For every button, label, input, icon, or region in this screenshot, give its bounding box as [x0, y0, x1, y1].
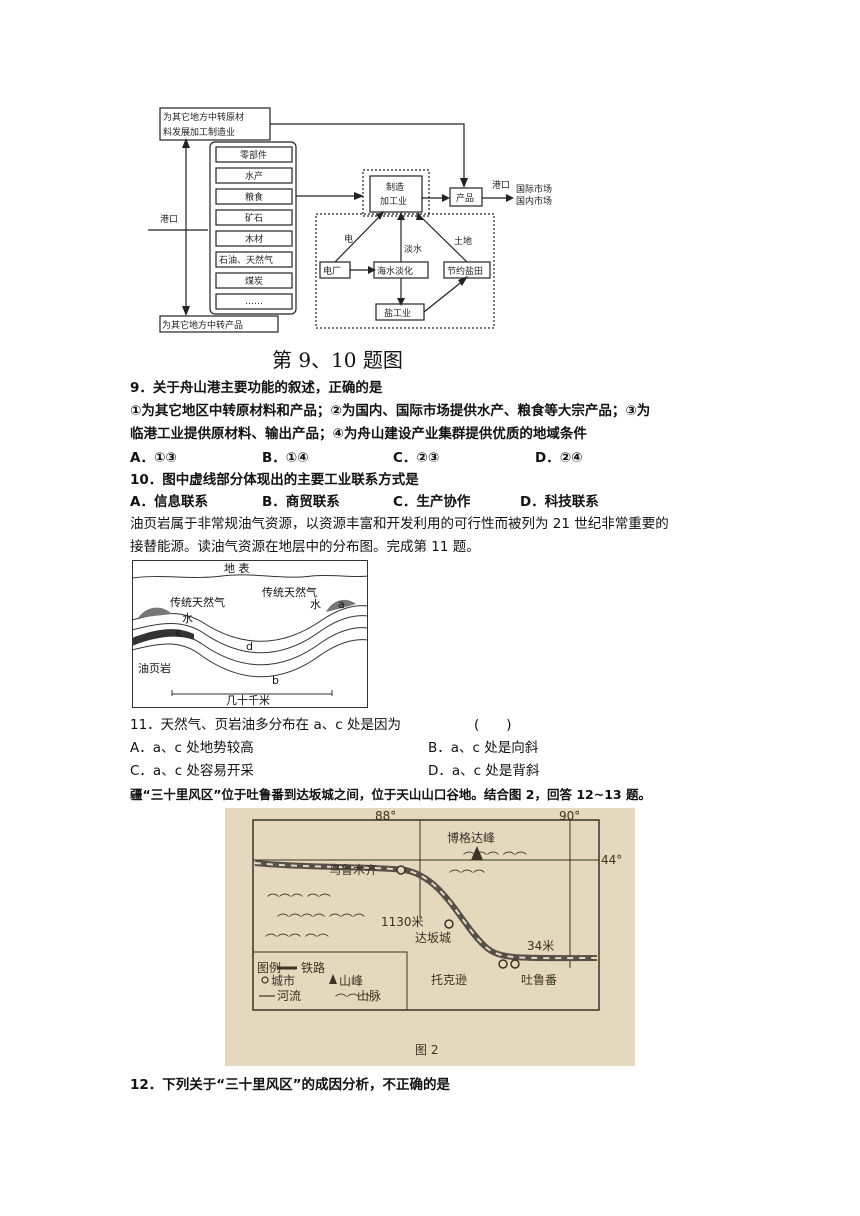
question-10-option-b[interactable]: B．商贸联系 [262, 494, 340, 510]
lat-44: 44° [601, 853, 622, 867]
label-a: a [338, 598, 345, 611]
city-urumqi: 乌鲁木齐 [329, 862, 377, 877]
question-10-stem: 10．图中虚线部分体现出的主要工业联系方式是 [130, 472, 419, 488]
question-10-option-c[interactable]: C．生产协作 [393, 494, 471, 510]
question-9-option-c[interactable]: C．②③ [393, 450, 440, 466]
question-9-line2: ①为其它地区中转原材料和产品；②为国内、国际市场提供水产、粮食等大宗产品；③为 [130, 403, 651, 419]
legend-title: 图例 [257, 961, 281, 975]
label-b: b [272, 674, 279, 687]
intro-12: 疆“三十里风区”位于吐鲁番到达坂城之间，位于天山山口谷地。结合图 2，回答 12… [130, 787, 651, 802]
port-right: 港口 [492, 179, 510, 191]
top-box-line1: 为其它地方中转原材 [163, 111, 244, 123]
label-d: d [246, 640, 253, 653]
power-label: 电 [344, 233, 353, 245]
goods-item: 零部件 [240, 149, 267, 161]
port-left: 港口 [160, 213, 178, 225]
legend-river: 河流 [277, 989, 301, 1003]
city-toksun: 托克逊 [431, 973, 467, 987]
intro-11-line1: 油页岩属于非常规油气资源，以资源丰富和开发利用的可行性而被列为 21 世纪非常重… [130, 516, 669, 532]
bottom-box-text: 为其它地方中转产品 [162, 319, 243, 331]
scale-label: 几十千米 [226, 693, 270, 707]
question-10-option-d[interactable]: D．科技联系 [520, 494, 599, 510]
question-12-stem: 12．下列关于“三十里风区”的成因分析，不正确的是 [130, 1077, 451, 1093]
salt-industry: 盐工业 [384, 307, 411, 319]
city-turpan: 吐鲁番 [521, 973, 557, 987]
legend-rail: 铁路 [301, 960, 325, 975]
goods-item: 水产 [245, 170, 263, 182]
shale-label: 油页岩 [138, 661, 171, 675]
elevation-1130: 1130米 [381, 915, 424, 929]
city-dabancheng: 达坂城 [415, 931, 451, 945]
surface-label: 地 表 [224, 561, 250, 575]
manufacturing-line2: 加工业 [380, 196, 407, 207]
peak-bogda: 博格达峰 [447, 830, 495, 845]
elevation-34: 34米 [527, 939, 554, 953]
xinjiang-wind-zone-map: ⌒⌒⌒ ⌒⌒ ⌒⌒⌒⌒ ⌒⌒⌒ ⌒⌒⌒ ⌒⌒ ⌒⌒⌒ ⌒⌒ ⌒⌒⌒ ⌒⌒⌒ 88… [225, 808, 635, 1066]
goods-item: 矿石 [245, 212, 263, 224]
lon-88: 88° [375, 809, 396, 823]
question-11-option-a[interactable]: A．a、c 处地势较高 [130, 740, 254, 756]
question-10-option-a[interactable]: A．信息联系 [130, 494, 208, 510]
power-plant: 电厂 [323, 265, 341, 277]
gas-right-label: 传统天然气 [262, 585, 317, 599]
saltfield: 节约盐田 [447, 265, 483, 277]
question-11-stem: 11．天然气、页岩油多分布在 a、c 处是因为 [130, 717, 401, 733]
question-11-option-d[interactable]: D．a、c 处是背斜 [428, 763, 540, 779]
question-9-option-a[interactable]: A．①③ [130, 450, 177, 466]
goods-item: 粮食 [245, 191, 263, 203]
bottom-box [159, 315, 279, 333]
port-industry-diagram: 为其它地方中转原材 料发展加工制造业 为其它地方中转产品 港口 零部件 水产 粮… [148, 107, 552, 333]
water-right-label: 水 [310, 598, 321, 611]
market-line2: 国内市场 [516, 195, 552, 207]
question-11-option-b[interactable]: B．a、c 处是向斜 [428, 740, 539, 756]
freshwater-label: 淡水 [404, 243, 422, 255]
manufacturing-line1: 制造 [386, 181, 404, 193]
question-9-option-d[interactable]: D．②④ [535, 450, 583, 466]
map-caption: 图 2 [415, 1043, 438, 1057]
legend-peak: 山峰 [339, 974, 363, 988]
oil-gas-strata-diagram: 地 表 传统天然气 传统天然气 水 水 a c d b 油页岩 几十千米 [132, 560, 368, 708]
goods-item: …… [245, 297, 263, 307]
question-11-blank: ( ) [474, 717, 512, 733]
question-9-option-b[interactable]: B．①④ [262, 450, 309, 466]
legend-city: 城市 [271, 973, 295, 988]
intro-11-line2: 接替能源。读油气资源在地层中的分布图。完成第 11 题。 [130, 539, 480, 555]
product-label: 产品 [456, 192, 474, 204]
land-label: 土地 [454, 235, 472, 247]
desalination: 海水淡化 [377, 265, 413, 277]
svg-text:⌒⌒⌒⌒ ⌒⌒⌒: ⌒⌒⌒⌒ ⌒⌒⌒ [277, 913, 365, 927]
question-9-stem: 9．关于舟山港主要功能的叙述，正确的是 [130, 380, 383, 396]
legend-mountain: 山脉 [357, 988, 381, 1003]
svg-text:⌒⌒⌒ ⌒⌒: ⌒⌒⌒ ⌒⌒ [267, 893, 331, 907]
goods-item: 煤炭 [245, 275, 263, 287]
question-9-line3: 临港工业提供原材料、输出产品；④为舟山建设产业集群提供优质的地域条件 [130, 426, 587, 442]
gas-left-label: 传统天然气 [170, 595, 225, 609]
label-c: c [176, 626, 182, 639]
market-line1: 国际市场 [516, 183, 552, 195]
question-11-option-c[interactable]: C．a、c 处容易开采 [130, 763, 254, 779]
water-left-label: 水 [182, 612, 193, 625]
lon-90: 90° [559, 809, 580, 823]
svg-text:⌒⌒⌒: ⌒⌒⌒ [335, 993, 371, 1007]
figure-caption-9-10: 第 9、10 题图 [272, 348, 403, 372]
top-box-line2: 料发展加工制造业 [163, 126, 235, 138]
goods-item: 石油、天然气 [219, 254, 273, 266]
goods-item: 木材 [245, 233, 263, 245]
svg-text:⌒⌒⌒ ⌒⌒: ⌒⌒⌒ ⌒⌒ [265, 933, 329, 947]
svg-text:⌒⌒⌒: ⌒⌒⌒ [449, 869, 485, 883]
